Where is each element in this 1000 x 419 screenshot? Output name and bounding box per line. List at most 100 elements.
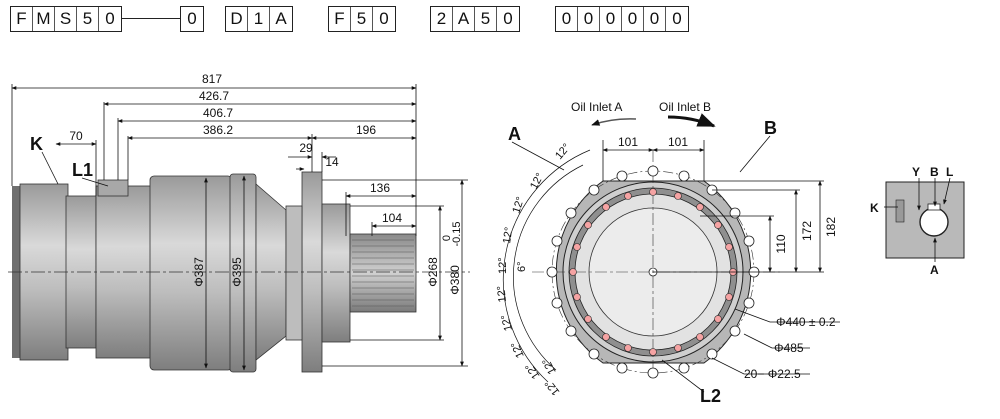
dim-text-phi380-upper-tol: 0	[441, 235, 453, 241]
port-detail-l: L	[946, 165, 953, 179]
gearbox-housing	[149, 175, 233, 371]
dim-text-phi485: Φ485	[774, 341, 804, 355]
code-char: F	[11, 7, 33, 31]
code-char: M	[33, 7, 55, 31]
code-char: 0	[622, 7, 644, 31]
angle-label: 12°	[553, 141, 573, 161]
dim-text-phi440: Φ440 ± 0.2	[776, 315, 836, 329]
dim-text-phi387: Φ387	[192, 257, 206, 287]
port-detail: K Y B L A	[870, 165, 965, 277]
front-label-l2: L2	[700, 386, 721, 406]
port-detail-arrow-l	[943, 177, 951, 205]
model-code-group-brake: D 1 A	[225, 6, 293, 32]
code-char: D	[226, 7, 248, 31]
angle-label: 12°	[497, 257, 509, 274]
angle-arc-outer	[502, 149, 591, 383]
code-char: S	[55, 7, 77, 31]
dim-text-phi380: Φ380	[448, 265, 462, 295]
dim-text-phi380-lower-tol: -0.15	[451, 221, 463, 246]
dim-text-29: 29	[299, 141, 313, 155]
code-char: A	[275, 9, 287, 28]
label-k: K	[30, 134, 43, 154]
port-detail-b: B	[930, 165, 939, 179]
leader-phi485	[743, 333, 810, 349]
code-char: 0	[187, 9, 197, 28]
model-code-group-flange: F 5 0	[328, 6, 396, 32]
side-view: 817 426.7 406.7 386.2 196 70 29 14 136 1…	[8, 72, 470, 373]
angle-label: 12°	[528, 171, 546, 191]
model-code-group-special: 0 0 0 0 0 0	[555, 6, 689, 32]
port-detail-shaft-bore	[919, 207, 949, 237]
angle-label: 12°	[501, 226, 515, 244]
port-detail-keyway	[927, 203, 941, 211]
dim-text-196: 196	[356, 123, 376, 137]
oil-inlet-a-arrow	[591, 118, 637, 126]
code-char: 0	[105, 9, 115, 28]
dim-text-overall: 817	[202, 72, 222, 86]
output-housing	[285, 205, 303, 341]
output-hub	[321, 203, 351, 343]
leader-k	[41, 151, 59, 185]
angle-label: 12°	[540, 356, 558, 376]
code-char: 0	[672, 9, 682, 28]
leader-l1	[81, 177, 109, 187]
label-l1: L1	[72, 160, 93, 180]
code-char: 5	[475, 7, 497, 31]
dim-text-holes: 20− Φ22.5	[744, 367, 801, 381]
angle-arc-inner	[513, 164, 584, 371]
oil-inlet-b-arrow	[667, 113, 716, 128]
code-char: A	[453, 7, 475, 31]
dim-text-101-left: 101	[618, 135, 638, 149]
model-code-group-motor: 2 A 5 0	[430, 6, 520, 32]
model-code-group-series: F M S 5 0	[10, 6, 122, 32]
code-char: 0	[644, 7, 666, 31]
model-code-group-option: 0	[180, 6, 204, 32]
splined-shaft	[349, 233, 417, 313]
dim-text-4267: 426.7	[199, 89, 229, 103]
leader-holes	[711, 357, 810, 375]
dim-text-phi395: Φ395	[230, 257, 244, 287]
dim-text-4067: 406.7	[203, 106, 233, 120]
dim-text-101-right: 101	[668, 135, 688, 149]
dim-text-182: 182	[824, 217, 838, 237]
dim-text-110: 110	[774, 234, 788, 253]
port-detail-k: K	[870, 201, 879, 215]
angle-label: 12°	[523, 361, 542, 382]
port-detail-y: Y	[912, 165, 920, 179]
dim-text-14: 14	[325, 155, 339, 169]
code-char: 5	[77, 7, 99, 31]
angle-label: 12°	[510, 195, 527, 215]
port-detail-a: A	[930, 263, 939, 277]
front-label-b: B	[764, 118, 777, 138]
dim-text-phi268: Φ268	[426, 257, 440, 287]
code-char: 5	[351, 7, 373, 31]
code-char: 0	[503, 9, 513, 28]
angle-label: 12°	[495, 285, 509, 303]
model-code-dash	[122, 18, 180, 19]
dim-text-172: 172	[800, 221, 814, 241]
dim-text-3862: 386.2	[203, 123, 233, 137]
leader-l2	[661, 359, 705, 393]
port-detail-fitting	[895, 199, 905, 223]
code-char: 0	[379, 9, 389, 28]
code-char: F	[329, 7, 351, 31]
leader-a	[511, 141, 565, 171]
code-char: 1	[248, 7, 270, 31]
dim-text-70: 70	[69, 129, 83, 143]
oil-inlet-b-label: Oil Inlet B	[659, 100, 711, 114]
oil-inlet-a-label: Oil Inlet A	[571, 100, 622, 114]
code-char: 0	[556, 7, 578, 31]
port-block	[97, 179, 129, 197]
spline-teeth	[352, 239, 414, 307]
leader-phi440	[734, 308, 840, 323]
angle-label: 12°	[509, 340, 527, 360]
dim-text-136: 136	[370, 181, 390, 195]
leader-b	[739, 135, 771, 173]
code-char: 0	[600, 7, 622, 31]
front-label-a: A	[508, 124, 521, 144]
angle-label: 12°	[499, 313, 515, 332]
code-char: 2	[431, 7, 453, 31]
angle-label: 6°	[516, 261, 528, 272]
code-char: 0	[578, 7, 600, 31]
